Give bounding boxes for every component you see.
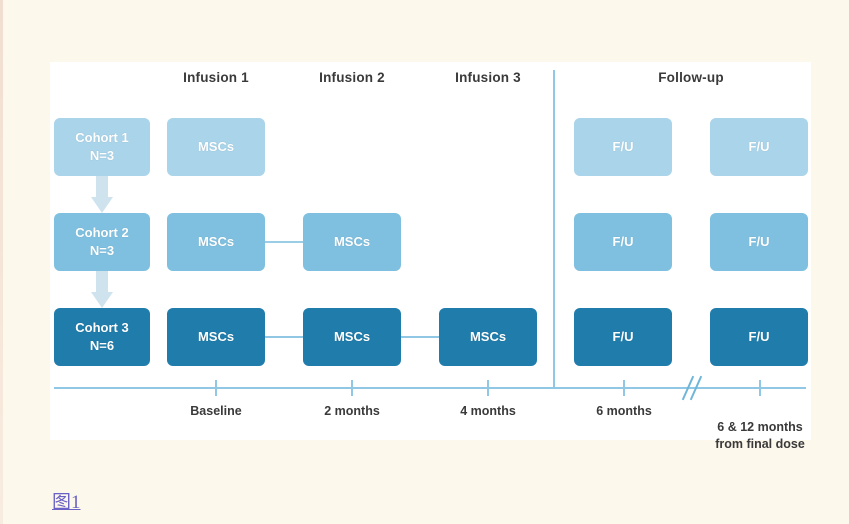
cohort-3-infusion-2-box: MSCs [303,308,401,366]
timeline-tick [759,380,761,396]
axis-break-icon [680,375,706,401]
cohort-escalation-arrow-down-icon [91,176,113,213]
section-divider [553,70,555,388]
tick-label-text: 4 months [460,404,516,418]
node-label: F/U [612,329,634,345]
timeline-label-2-months: 2 months [292,403,412,419]
cohort-3-infusion-1-box: MSCs [167,308,265,366]
cohort-size: N=6 [89,338,115,353]
node-label: MSCs [197,234,235,250]
node-label: F/U [748,329,770,345]
connector-infusion-1-to-2 [265,241,303,243]
column-header-label: Infusion 3 [455,70,521,85]
cohort-row-3: Cohort 3 N=6 MSCs MSCs MSCs F/U F/U [50,308,811,366]
cohort-name: Cohort 1 [75,130,129,146]
timeline-tick [351,380,353,396]
timeline-label-6-months: 6 months [564,403,684,419]
cohort-1-followup-2-box: F/U [710,118,808,176]
cohort-1-followup-1-box: F/U [574,118,672,176]
timeline-label-final-dose: 6 & 12 months from final dose [685,403,835,452]
figure-panel: Infusion 1 Infusion 2 Infusion 3 Follow-… [50,62,811,451]
connector-infusion-1-to-2 [265,336,303,338]
node-label: F/U [748,139,770,155]
column-header-label: Infusion 1 [183,70,249,85]
cohort-name: Cohort 2 [75,225,129,241]
connector-infusion-2-to-3 [401,336,439,338]
cohort-1-box: Cohort 1 N=3 [54,118,150,176]
cohort-row-2: Cohort 2 N=3 MSCs MSCs F/U F/U [50,213,811,271]
figure-caption-link[interactable]: 图1 [52,492,81,513]
node-label: MSCs [197,139,235,155]
node-label: F/U [748,234,770,250]
timeline-tick [487,380,489,396]
cohort-2-followup-2-box: F/U [710,213,808,271]
timeline-axis [54,387,806,389]
cohort-2-followup-1-box: F/U [574,213,672,271]
node-label: MSCs [197,329,235,345]
cohort-row-1: Cohort 1 N=3 MSCs F/U F/U [50,118,811,176]
cohort-3-followup-1-box: F/U [574,308,672,366]
tick-label-text: 6 & 12 months from final dose [715,420,805,451]
tick-label-text: 2 months [324,404,380,418]
cohort-2-infusion-1-box: MSCs [167,213,265,271]
node-label: F/U [612,139,634,155]
column-header-label: Follow-up [658,70,724,85]
column-header-label: Infusion 2 [319,70,385,85]
cohort-3-box: Cohort 3 N=6 [54,308,150,366]
page-left-edge [0,0,3,524]
cohort-name: Cohort 3 [75,320,129,336]
cohort-size: N=3 [89,148,115,163]
timeline-label-4-months: 4 months [428,403,548,419]
cohort-escalation-arrow-down-icon [91,271,113,308]
column-header-infusion-2: Infusion 2 [302,70,402,85]
cohort-2-box: Cohort 2 N=3 [54,213,150,271]
cohort-2-infusion-2-box: MSCs [303,213,401,271]
node-label: F/U [612,234,634,250]
column-header-infusion-1: Infusion 1 [166,70,266,85]
cohort-size: N=3 [89,243,115,258]
node-label: MSCs [333,329,371,345]
timeline-tick [623,380,625,396]
timeline-tick [215,380,217,396]
node-label: MSCs [333,234,371,250]
cohort-1-infusion-1-box: MSCs [167,118,265,176]
node-label: MSCs [469,329,507,345]
cohort-3-infusion-3-box: MSCs [439,308,537,366]
cohort-3-followup-2-box: F/U [710,308,808,366]
tick-label-text: Baseline [190,404,242,418]
column-header-infusion-3: Infusion 3 [438,70,538,85]
tick-label-text: 6 months [596,404,652,418]
timeline-label-baseline: Baseline [156,403,276,419]
column-header-follow-up: Follow-up [641,70,741,85]
